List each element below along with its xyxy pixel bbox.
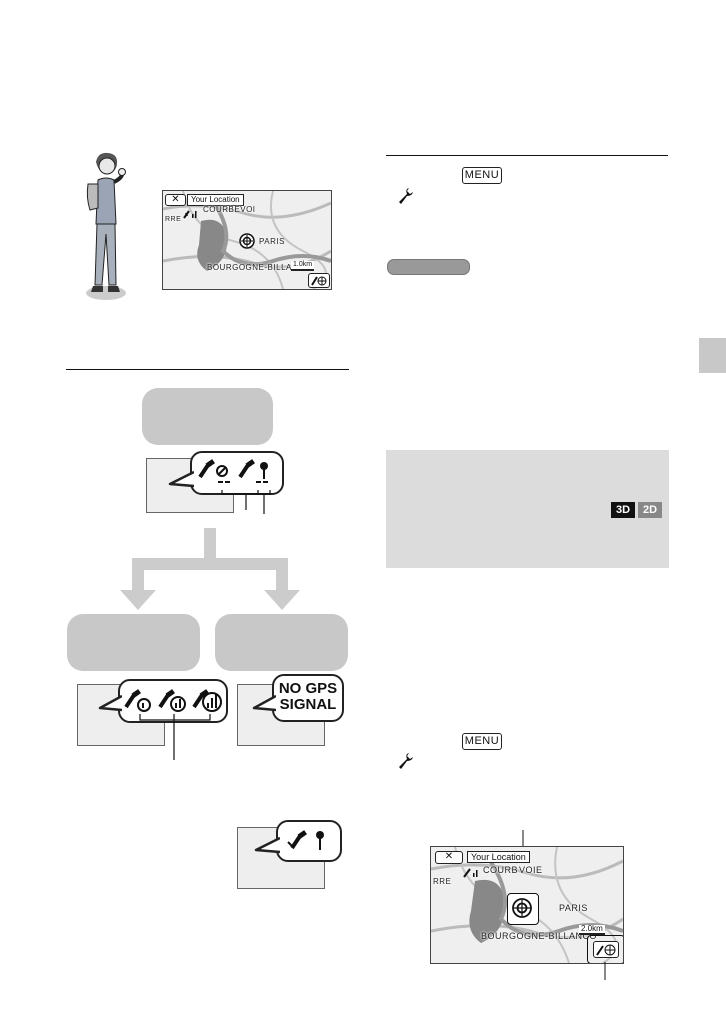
status-bubble-no-signal: NO GPS SIGNAL <box>272 674 344 722</box>
satellite-icon <box>198 459 215 479</box>
map-scale: 2.0km <box>579 924 605 935</box>
map-label-courbevoie: COURBEVOI <box>203 205 256 214</box>
satellite-target-icon <box>311 276 327 286</box>
tag-2d: 2D <box>638 502 662 518</box>
gps-locate-button[interactable] <box>308 273 330 288</box>
map-screen-large: ✕ Your Location COURB VOIE RRE PARIS BOU… <box>430 846 624 964</box>
state-box-searching <box>142 388 273 445</box>
wrench-icon <box>399 188 413 204</box>
close-button[interactable]: ✕ <box>435 851 463 864</box>
section-rule-right <box>386 155 668 156</box>
target-icon <box>239 233 255 249</box>
status-bubble-positioned <box>276 820 342 862</box>
person-illustration <box>86 152 126 300</box>
bubble-pointer <box>168 470 194 488</box>
map-label-boulogne: BOURGOGNE-BILLANCO <box>481 931 598 941</box>
wrench-icon <box>399 753 413 769</box>
bubble-pointer <box>98 694 122 712</box>
map-scale: 1.0km <box>291 261 315 271</box>
callout-bracket <box>221 490 271 514</box>
bubble-pointer <box>254 836 280 854</box>
map-label-boulogne: BOURGOGNE-BILLANCO <box>207 263 312 272</box>
map-label-rre: RRE <box>433 877 452 886</box>
state-box-no-signal <box>215 614 348 671</box>
gps-button-highlight <box>587 935 623 963</box>
tag-3d: 3D <box>611 502 635 518</box>
side-tab <box>699 338 726 373</box>
callout-bracket <box>139 714 211 760</box>
satellite-target-icon <box>596 944 616 956</box>
map-screen-small: ✕ Your Location COURBEVOI RRE PARIS BOUR… <box>162 190 332 290</box>
target-icon <box>512 898 532 918</box>
map-label-courbevoie: COURB <box>483 865 519 875</box>
satellite-signal-icon <box>183 210 197 219</box>
flow-arrows <box>120 528 300 610</box>
menu-key-2: MENU <box>462 733 502 750</box>
map-label-rre: RRE <box>165 216 182 223</box>
map-label-courbevoie-end: VOIE <box>519 865 543 875</box>
menu-key: MENU <box>462 167 502 184</box>
state-box-acquired <box>67 614 200 671</box>
callout-line-gps <box>604 962 606 980</box>
close-button[interactable]: ✕ <box>165 194 186 206</box>
satellite-signal-icon <box>463 868 478 878</box>
note-heading-pill <box>387 259 470 275</box>
no-gps-signal-text: NO GPS SIGNAL <box>278 680 338 713</box>
your-location-label: Your Location <box>187 194 244 206</box>
gps-locate-button[interactable] <box>593 941 619 958</box>
section-rule-left <box>66 369 349 370</box>
bubble-pointer <box>252 694 276 712</box>
map-label-paris: PARIS <box>559 903 588 913</box>
your-location-label: Your Location <box>467 851 530 863</box>
map-label-paris: PARIS <box>259 237 285 246</box>
